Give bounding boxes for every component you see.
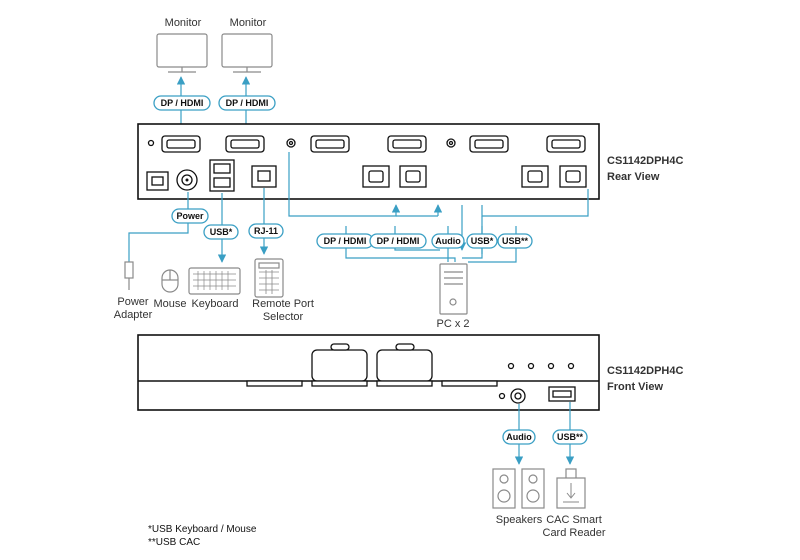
led-1	[507, 362, 515, 370]
hdmi-port-3	[310, 135, 350, 153]
led-3	[547, 362, 555, 370]
usb-b-port-1	[362, 165, 390, 188]
usb-b-port-2	[399, 165, 427, 188]
port-button-2	[376, 343, 433, 382]
rear-model-label: CS1142DPH4C	[607, 155, 683, 167]
power-socket	[176, 169, 198, 191]
pc-label: PC x 2	[436, 318, 469, 330]
cable-label-front-audio: Audio	[502, 429, 536, 445]
monitor-1-icon	[156, 33, 208, 68]
cac-reader-label-2: Card Reader	[543, 527, 606, 539]
keyboard-icon	[188, 267, 241, 295]
hdmi-port-6	[546, 135, 586, 153]
cable-label-pc-usb-cac: USB**	[497, 233, 533, 249]
front-audio-jack	[510, 388, 526, 404]
cable-label-monitor-2: DP / HDMI	[218, 95, 276, 111]
svg-text:DP / HDMI: DP / HDMI	[377, 236, 420, 246]
svg-text:Audio: Audio	[506, 432, 532, 442]
cable-label-power: Power	[171, 208, 209, 224]
remote-port-selector-icon	[254, 258, 284, 298]
pc-tower-icon	[439, 263, 468, 315]
rear-view-label: Rear View	[607, 171, 660, 183]
svg-text:RJ-11: RJ-11	[254, 226, 278, 236]
remote-port-selector-label-2: Selector	[263, 311, 304, 323]
speakers-label: Speakers	[496, 514, 543, 526]
monitor-2: Monitor	[221, 17, 273, 73]
usb-console-ports	[209, 159, 235, 192]
cable-label-pc-usb: USB*	[466, 233, 498, 249]
rear-panel	[137, 123, 600, 200]
cable-label-monitor-1: DP / HDMI	[153, 95, 211, 111]
usb-b-port-4	[559, 165, 587, 188]
svg-text:DP / HDMI: DP / HDMI	[226, 98, 269, 108]
hdmi-port-console-2	[225, 135, 265, 153]
front-model-label: CS1142DPH4C	[607, 365, 683, 377]
rj11-port	[251, 165, 277, 188]
hdmi-port-5	[469, 135, 509, 153]
front-usb-port	[548, 386, 576, 402]
hdmi-port-console-1	[161, 135, 201, 153]
keyboard-label: Keyboard	[191, 298, 238, 310]
svg-text:DP / HDMI: DP / HDMI	[324, 236, 367, 246]
footnote-2: **USB CAC	[148, 537, 200, 548]
monitor-1: Monitor	[156, 17, 208, 73]
hdmi-port-4	[387, 135, 427, 153]
svg-text:USB**: USB**	[557, 432, 584, 442]
speakers-icon	[492, 468, 545, 509]
led-4	[567, 362, 575, 370]
cable-label-pc-video-2: DP / HDMI	[369, 233, 427, 249]
cac-reader-label: CAC Smart	[546, 514, 602, 526]
mouse-icon	[161, 269, 179, 293]
svg-text:USB**: USB**	[502, 236, 529, 246]
rear-panel-chassis	[137, 123, 600, 200]
cac-reader-icon	[556, 468, 586, 509]
cable-label-rj11: RJ-11	[248, 223, 284, 239]
cable-label-pc-video-1: DP / HDMI	[316, 233, 374, 249]
led-2	[527, 362, 535, 370]
monitor-1-label: Monitor	[165, 17, 202, 29]
footnote-1: *USB Keyboard / Mouse	[148, 524, 257, 535]
power-adapter-icon	[124, 261, 134, 290]
power-adapter-label: Power	[117, 296, 149, 308]
svg-text:Audio: Audio	[435, 236, 461, 246]
power-adapter-label-2: Adapter	[114, 309, 153, 321]
svg-text:USB*: USB*	[210, 227, 233, 237]
svg-text:DP / HDMI: DP / HDMI	[161, 98, 204, 108]
power-jack	[146, 171, 169, 191]
front-view-label: Front View	[607, 381, 663, 393]
monitor-2-icon	[221, 33, 273, 68]
cable-label-usb-keyboard: USB*	[203, 224, 239, 240]
mouse-label: Mouse	[153, 298, 186, 310]
front-panel-chassis	[137, 334, 600, 411]
svg-text:USB*: USB*	[471, 236, 494, 246]
monitor-2-label: Monitor	[230, 17, 267, 29]
usb-b-port-3	[521, 165, 549, 188]
cable-label-front-usb: USB**	[552, 429, 588, 445]
port-button-1	[311, 343, 368, 382]
svg-text:Power: Power	[176, 211, 204, 221]
cable-label-pc-audio: Audio	[431, 233, 465, 249]
front-panel	[137, 334, 600, 411]
remote-port-selector-label: Remote Port	[252, 298, 314, 310]
